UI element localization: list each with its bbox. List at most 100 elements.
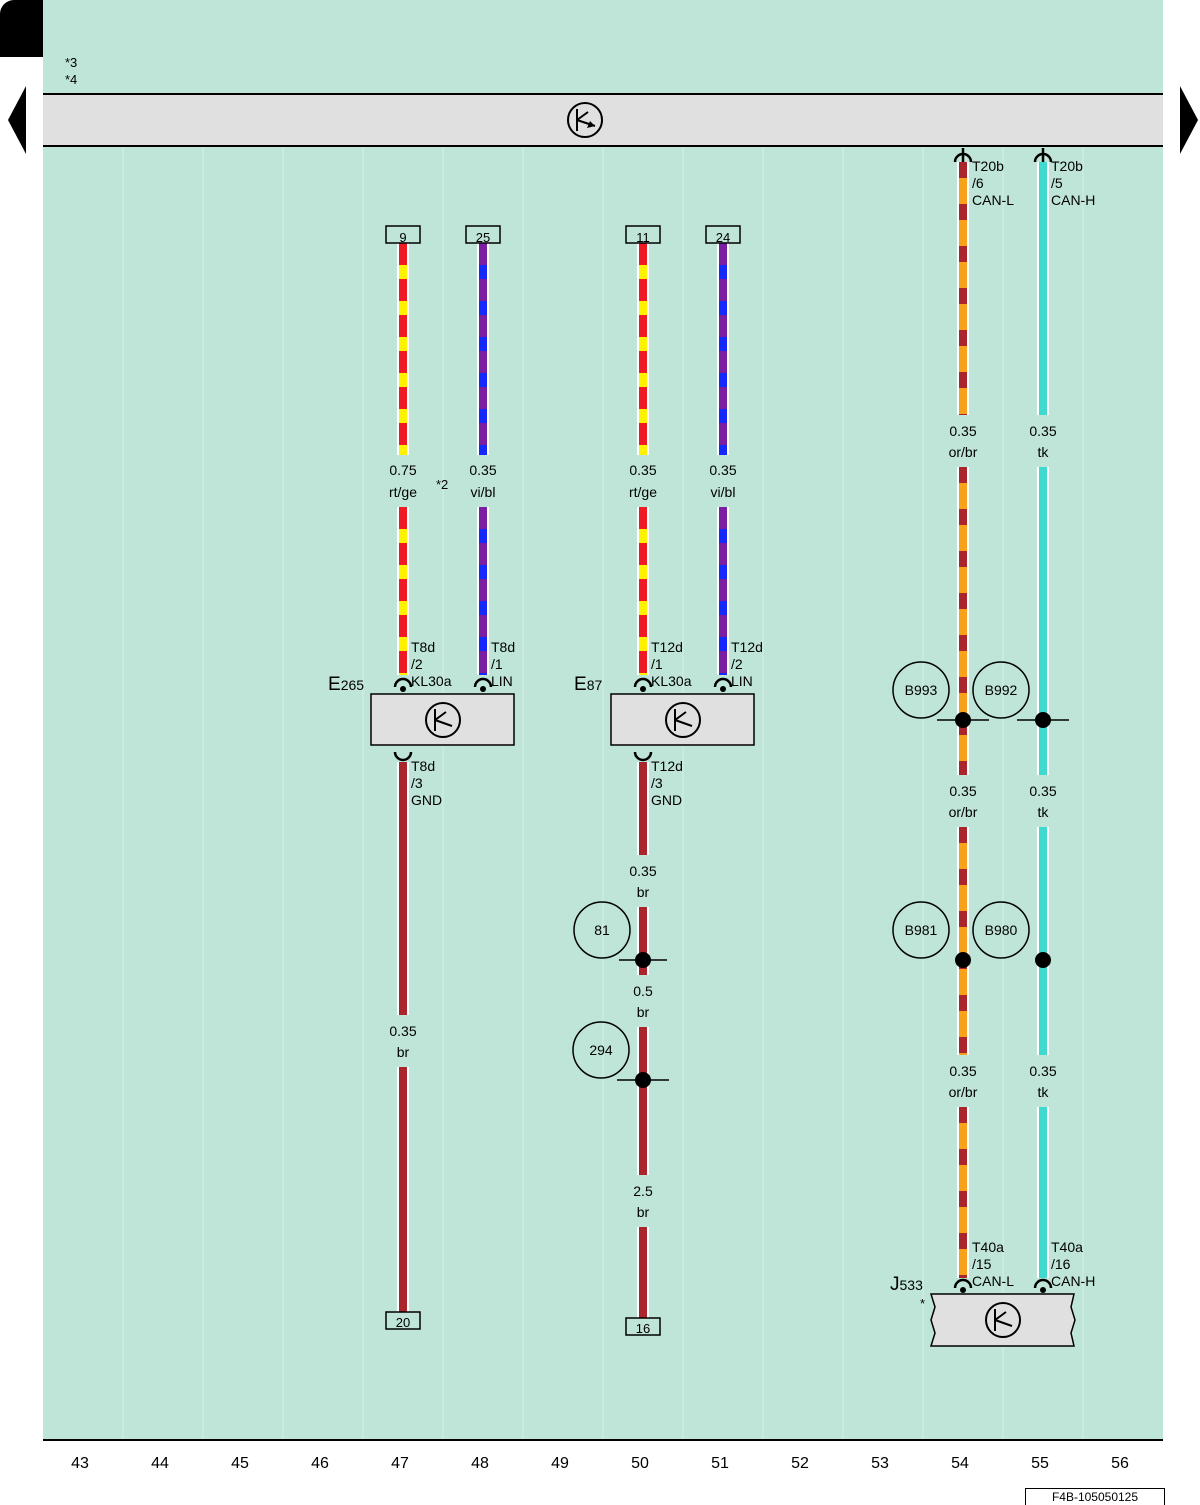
wire-label: 0.35 or/br bbox=[949, 783, 978, 820]
svg-text:2.5: 2.5 bbox=[633, 1183, 653, 1199]
wire-label: 0.35 or/br bbox=[949, 423, 978, 460]
column-number: 56 bbox=[1111, 1455, 1129, 1472]
connector-pin-dots bbox=[400, 686, 1046, 1293]
terminal-number: 25 bbox=[476, 230, 490, 245]
svg-text:or/br: or/br bbox=[949, 1084, 978, 1100]
column-number: 50 bbox=[631, 1455, 649, 1472]
wire-label: 0.75 rt/ge bbox=[389, 462, 417, 500]
splice-b992[interactable]: B992 bbox=[972, 661, 1069, 728]
svg-text:0.35: 0.35 bbox=[949, 783, 976, 799]
wire-note: *2 bbox=[436, 477, 448, 492]
column-number: 51 bbox=[711, 1455, 729, 1472]
connector-pin-icons bbox=[393, 148, 1053, 1289]
wire-label: 0.5 br bbox=[633, 983, 653, 1020]
svg-text:tk: tk bbox=[1038, 444, 1050, 460]
terminal-box: 25 bbox=[465, 225, 501, 245]
svg-text:0.35: 0.35 bbox=[629, 462, 656, 478]
terminal-box: 11 bbox=[625, 225, 661, 245]
splice-label: B993 bbox=[905, 682, 938, 698]
bus-bar bbox=[43, 93, 1163, 147]
component-number: 87 bbox=[587, 677, 603, 693]
splice-b980[interactable]: B980 bbox=[972, 901, 1051, 968]
svg-text:0.35: 0.35 bbox=[709, 462, 736, 478]
svg-text:tk: tk bbox=[1038, 1084, 1050, 1100]
component-letter: E bbox=[574, 674, 587, 695]
svg-text:0.35: 0.35 bbox=[629, 863, 656, 879]
splice-label: B981 bbox=[905, 922, 938, 938]
splice-label: 81 bbox=[594, 922, 610, 938]
svg-text:0.35: 0.35 bbox=[949, 423, 976, 439]
terminal-number: 16 bbox=[636, 1321, 650, 1336]
column-number: 46 bbox=[311, 1455, 329, 1472]
svg-text:0.35: 0.35 bbox=[1029, 423, 1056, 439]
svg-text:tk: tk bbox=[1038, 804, 1050, 820]
column-number: 53 bbox=[871, 1455, 889, 1472]
column-numbers: 43 44 45 46 47 48 49 50 51 52 53 54 55 5… bbox=[71, 1455, 1129, 1472]
component-letter: E bbox=[328, 674, 341, 695]
column-number: 54 bbox=[951, 1455, 969, 1472]
svg-text:E87: E87 bbox=[574, 674, 602, 695]
footnote: *4 bbox=[65, 72, 77, 87]
component-letter: J bbox=[890, 1274, 900, 1295]
terminal-number: 9 bbox=[399, 230, 406, 245]
column-number: 47 bbox=[391, 1455, 409, 1472]
column-number: 52 bbox=[791, 1455, 809, 1472]
svg-text:or/br: or/br bbox=[949, 804, 978, 820]
component-e265[interactable]: E265 bbox=[328, 674, 515, 746]
svg-text:rt/ge: rt/ge bbox=[629, 484, 657, 500]
svg-text:vi/bl: vi/bl bbox=[711, 484, 736, 500]
splice-label: B980 bbox=[985, 922, 1018, 938]
wire-label: 0.35 tk bbox=[1029, 1063, 1056, 1100]
wire-label: 0.35 or/br bbox=[949, 1063, 978, 1100]
svg-text:br: br bbox=[637, 1204, 650, 1220]
document-id: F4B-105050125 bbox=[1025, 1488, 1165, 1505]
terminal-number: 11 bbox=[636, 230, 650, 245]
svg-text:vi/bl: vi/bl bbox=[471, 484, 496, 500]
svg-text:0.35: 0.35 bbox=[949, 1063, 976, 1079]
column-number: 49 bbox=[551, 1455, 569, 1472]
svg-text:br: br bbox=[397, 1044, 410, 1060]
terminal-box: 24 bbox=[705, 225, 741, 245]
column-number: 44 bbox=[151, 1455, 169, 1472]
splice-b993[interactable]: B993 bbox=[892, 661, 989, 728]
terminal-number: 20 bbox=[396, 1315, 410, 1330]
terminal-box: 20 bbox=[385, 1311, 421, 1330]
wire-label: 0.35 rt/ge bbox=[629, 462, 657, 500]
terminal-box: 16 bbox=[625, 1317, 661, 1336]
splice-label: 294 bbox=[589, 1042, 613, 1058]
svg-text:rt/ge: rt/ge bbox=[389, 484, 417, 500]
splice-b981[interactable]: B981 bbox=[892, 901, 971, 968]
wire-label: 0.35 tk bbox=[1029, 423, 1056, 460]
svg-text:0.5: 0.5 bbox=[633, 983, 653, 999]
column-number: 43 bbox=[71, 1455, 89, 1472]
wire-label: 0.35 vi/bl bbox=[469, 462, 496, 500]
svg-text:0.35: 0.35 bbox=[469, 462, 496, 478]
svg-text:E265: E265 bbox=[328, 674, 364, 695]
splice-label: B992 bbox=[985, 682, 1018, 698]
nav-next-arrow-icon[interactable] bbox=[1180, 86, 1198, 154]
svg-text:br: br bbox=[637, 884, 650, 900]
column-number: 55 bbox=[1031, 1455, 1049, 1472]
terminal-number: 24 bbox=[716, 230, 730, 245]
component-e87[interactable]: E87 bbox=[574, 674, 755, 746]
splice-294[interactable]: 294 bbox=[572, 1021, 669, 1088]
svg-text:or/br: or/br bbox=[949, 444, 978, 460]
splice-81[interactable]: 81 bbox=[573, 901, 667, 968]
nav-prev-arrow-icon[interactable] bbox=[8, 86, 26, 154]
component-j533[interactable]: J533 * bbox=[890, 1274, 1076, 1347]
